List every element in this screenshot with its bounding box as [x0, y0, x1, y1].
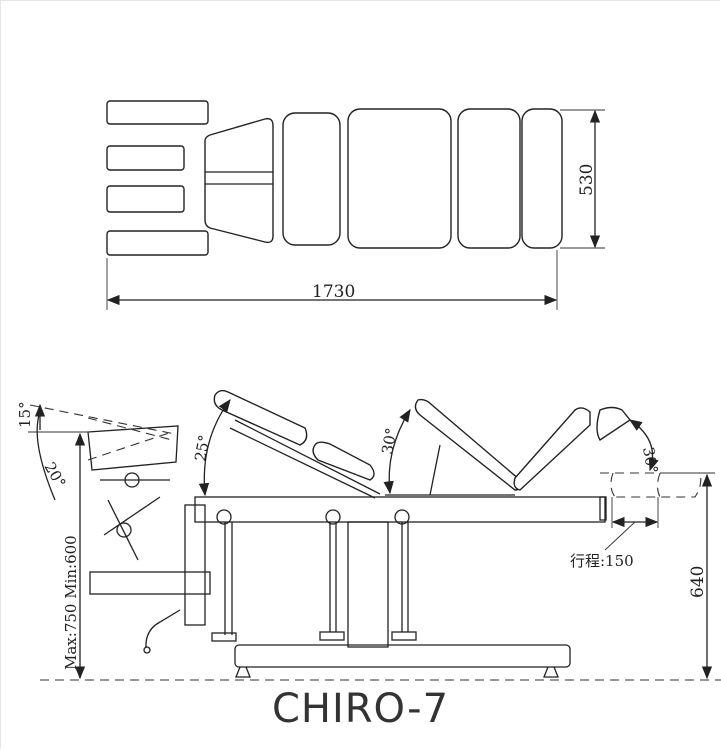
chest-angle-label: 25°	[191, 433, 213, 462]
arm-rest-pad	[106, 230, 209, 256]
leg-angle-label: 30°	[639, 446, 661, 475]
leg-pad	[521, 108, 563, 249]
head-up-angle-label: 15°	[16, 401, 34, 428]
head-down-angle-label: 20°	[41, 459, 70, 491]
width-label: 530	[577, 164, 597, 196]
height-label: 640	[688, 566, 708, 598]
arm-rest-pad	[106, 145, 185, 171]
base	[234, 644, 571, 668]
top-view: 530 1730	[106, 100, 605, 310]
pelvic-pad	[457, 108, 521, 249]
model-name: CHIRO-7	[271, 686, 450, 732]
arm-rest-pad	[106, 185, 185, 213]
arm-rest-pad	[106, 100, 209, 125]
lumbar-pad	[347, 108, 452, 249]
chest-pad	[282, 112, 341, 246]
side-view: 15° 20° 25° 30° 30° Max:750 Min:600 行程:1…	[16, 389, 721, 681]
height-range-label: Max:750 Min:600	[62, 535, 80, 670]
stroke-label: 行程:150	[570, 552, 634, 570]
length-label: 1730	[312, 282, 355, 302]
lumbar-angle-label: 30°	[378, 426, 400, 455]
head-pad-side	[87, 425, 179, 471]
head-pad	[204, 117, 274, 244]
main-frame	[194, 496, 606, 523]
